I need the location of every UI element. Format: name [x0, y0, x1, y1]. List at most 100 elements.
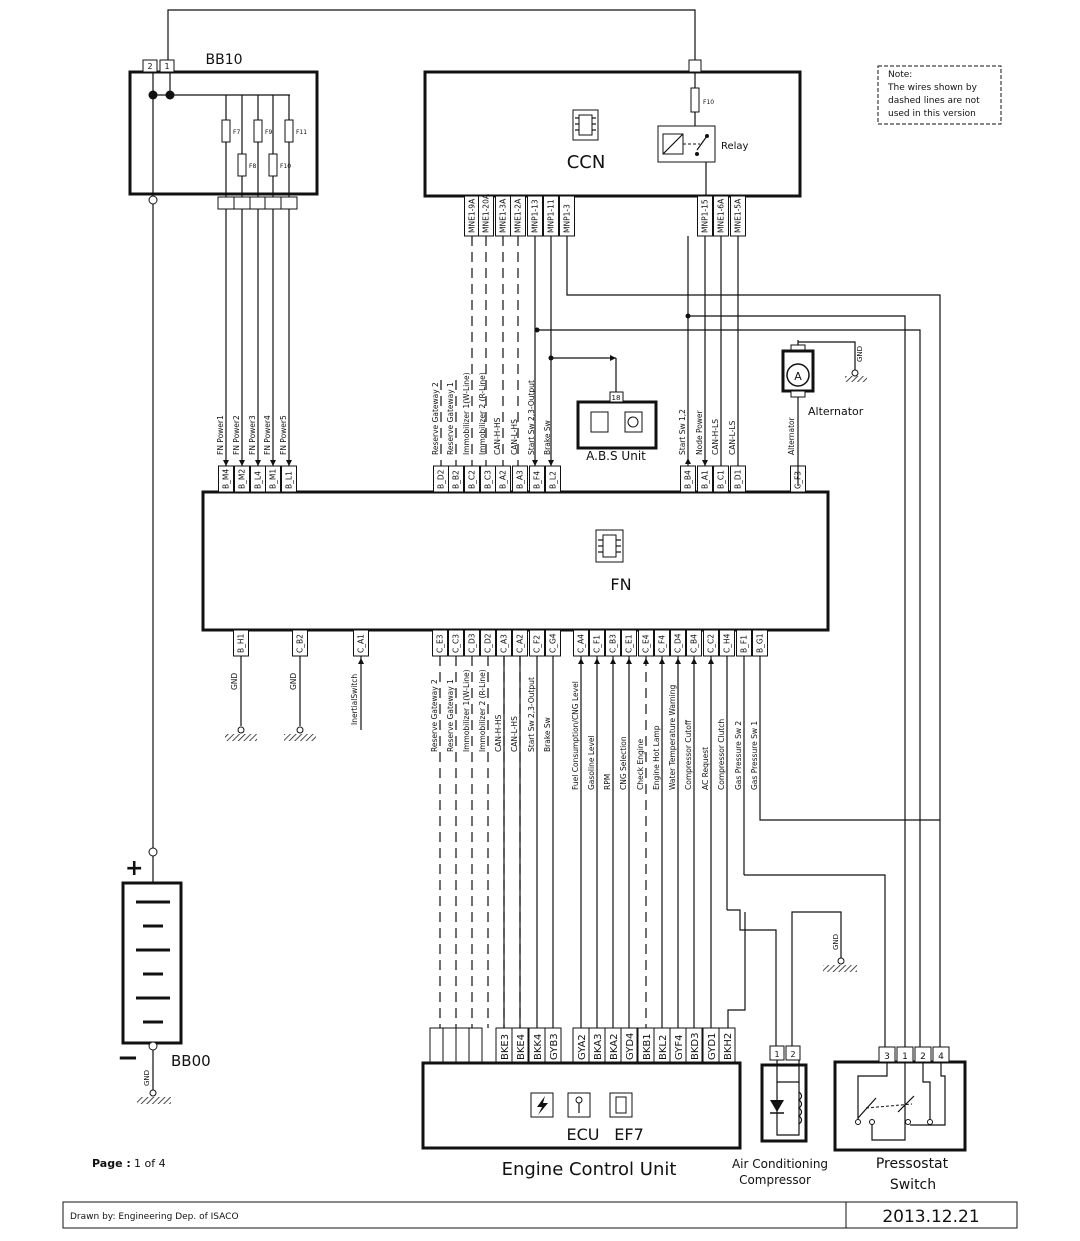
fn-top-pin-label: B_D1	[734, 469, 743, 489]
alternator-wire-label: Alternator	[787, 416, 796, 455]
fuse-f9	[253, 119, 263, 143]
note-line: dashed lines are not	[888, 96, 980, 106]
abs-pin: 18	[612, 394, 621, 402]
node-power-branch-wire	[688, 315, 906, 1047]
ecu-pin-code: BKB1	[642, 1033, 653, 1060]
fn-top-pin-label: B_L4	[254, 471, 263, 489]
bb10-output-pin	[249, 196, 267, 210]
fn-bottom-signal-label: RPM	[603, 774, 612, 790]
fn-title: FN	[610, 575, 631, 594]
fn-power-label: FN Power4	[263, 415, 272, 455]
fn-bottom-signal-label: InertialSwitch	[350, 674, 359, 725]
fuse-label: F8	[249, 163, 256, 170]
abs-label: A.B.S Unit	[586, 449, 646, 463]
fuse-f10	[268, 153, 278, 177]
fuse-f11	[284, 119, 294, 143]
ecu-empty-pin	[468, 1027, 483, 1064]
fn-bottom-pin-label: C_D3	[468, 633, 477, 653]
bb10-output-pin	[233, 196, 251, 210]
fn-top-signal-label: Start Sw 2,3-Output	[527, 380, 536, 455]
ecu-pin-code: BKD3	[690, 1033, 701, 1060]
fn-bottom-signal-label: CAN-L-HS	[510, 716, 519, 752]
fn-top-signal-label: CAN-L-HS	[510, 419, 519, 455]
ccn-pin-label: MNP1-3	[563, 204, 572, 233]
bb10-box: BB10 2 1 F7 F9 F11 F8 F10	[128, 52, 319, 200]
fn-top-pin-label: B_L1	[285, 471, 294, 489]
fn-top-pin-label: B_A3	[516, 470, 525, 489]
ccn-pin-label: MNE1-2A	[514, 198, 523, 233]
fn-power-label: FN Power1	[216, 415, 225, 455]
arrow-icon	[255, 460, 261, 466]
bb10-pin-box	[142, 59, 158, 73]
ecu-label: Engine Control Unit	[502, 1159, 677, 1180]
ac-ground: GND	[823, 934, 857, 972]
ground-symbol	[284, 734, 316, 741]
ecu-pin-code: BKE4	[516, 1034, 527, 1060]
battery-minus: −	[117, 1043, 139, 1073]
fuse-f7	[221, 119, 231, 143]
battery-gnd: GND	[143, 1070, 151, 1086]
arrow-icon	[358, 658, 364, 664]
arrow-icon	[286, 460, 292, 466]
press-pin: 3	[884, 1052, 890, 1062]
ccn-pin-label: MNP1-11	[547, 199, 556, 233]
fuse-f8	[237, 153, 247, 177]
fn-bottom-pin-label: C_A3	[500, 634, 509, 653]
arrow-icon	[270, 460, 276, 466]
fn-chip-icon	[595, 529, 624, 563]
ecu-pin-code: GYF4	[674, 1035, 685, 1060]
ac-pin: 2	[790, 1050, 795, 1059]
fn-top-pin	[512, 465, 528, 493]
arrow-icon	[532, 460, 538, 466]
ccn-pin-label: MNE1-20A	[482, 193, 491, 233]
press-label: Pressostat	[876, 1156, 949, 1172]
fn-bottom-pin-label: C_E1	[625, 634, 634, 653]
arrow-icon	[548, 460, 554, 466]
bb10-pin-box	[159, 59, 175, 73]
fn-top-signal-label: Brake Sw	[543, 420, 552, 455]
fn-top-pin	[529, 465, 545, 493]
arrow-icon	[610, 355, 616, 361]
footer: Page : 1 of 4 Drawn by: Engineering Dep.…	[62, 1157, 1018, 1229]
arrow-icon	[708, 658, 714, 664]
fn-power-label: FN Power2	[232, 415, 241, 455]
bb10-output-pin	[264, 196, 282, 210]
fn-top-pin-label: B_M4	[222, 469, 231, 489]
drawn-by: Drawn by: Engineering Dep. of ISACO	[70, 1212, 239, 1222]
alternator-gnd: GND	[856, 346, 864, 362]
alternator: A Alternator GND	[781, 340, 867, 486]
ecu-code: EF7	[614, 1125, 644, 1144]
fn-top-signal-label: CAN-H-HS	[493, 417, 502, 455]
fn-bottom-signal-label: Compressor Clutch	[717, 719, 726, 790]
fn-bottom-pin-label: C_B4	[690, 634, 699, 653]
fn-top-pin-label: B_L2	[549, 471, 558, 489]
arrow-icon	[659, 658, 665, 664]
fn-top-signal-label: Immobilizer 1(W-Line)	[462, 372, 471, 455]
alternator-icon	[786, 363, 810, 387]
ecu-pin-code: GYD4	[625, 1033, 636, 1060]
fn-bottom-signal-label: Reserve Gateway 2	[430, 679, 439, 752]
fn-box: FN	[201, 490, 830, 632]
fn-top-signal-label: CAN-L-LS	[728, 420, 737, 455]
fn-top-signal-label: Reserve Gateway 1	[446, 382, 455, 455]
ecu-name: ECU	[567, 1125, 600, 1144]
fn-top-pin	[545, 465, 561, 493]
bb10-title: BB10	[205, 52, 242, 68]
fn-bottom-pin-label: C_E4	[642, 634, 651, 653]
fn-power-label: FN Power5	[279, 415, 288, 455]
ac-label: Compressor	[739, 1173, 811, 1187]
fn-bottom-signal-label: Immobilizer 1(W-Line)	[462, 669, 471, 752]
fn-power-label: FN Power3	[248, 415, 257, 455]
fn-top-pin-label: B_B4	[684, 470, 693, 489]
fn-bottom-signal-label: Check Engine	[636, 738, 645, 790]
battery-plus: +	[125, 856, 143, 881]
arrow-icon	[223, 460, 229, 466]
fn-top-pin-label: B_A2	[499, 470, 508, 489]
ecu-pin-code: BKE3	[500, 1034, 511, 1060]
gas-sw1-wire	[759, 656, 940, 821]
fn-bottom-pin-label: B_F1	[740, 635, 749, 653]
arrow-icon	[610, 658, 616, 664]
brake-branch-wire	[537, 329, 921, 1047]
date-stamp: 2013.12.21	[882, 1207, 979, 1227]
ac-label: Air Conditioning	[732, 1157, 828, 1171]
